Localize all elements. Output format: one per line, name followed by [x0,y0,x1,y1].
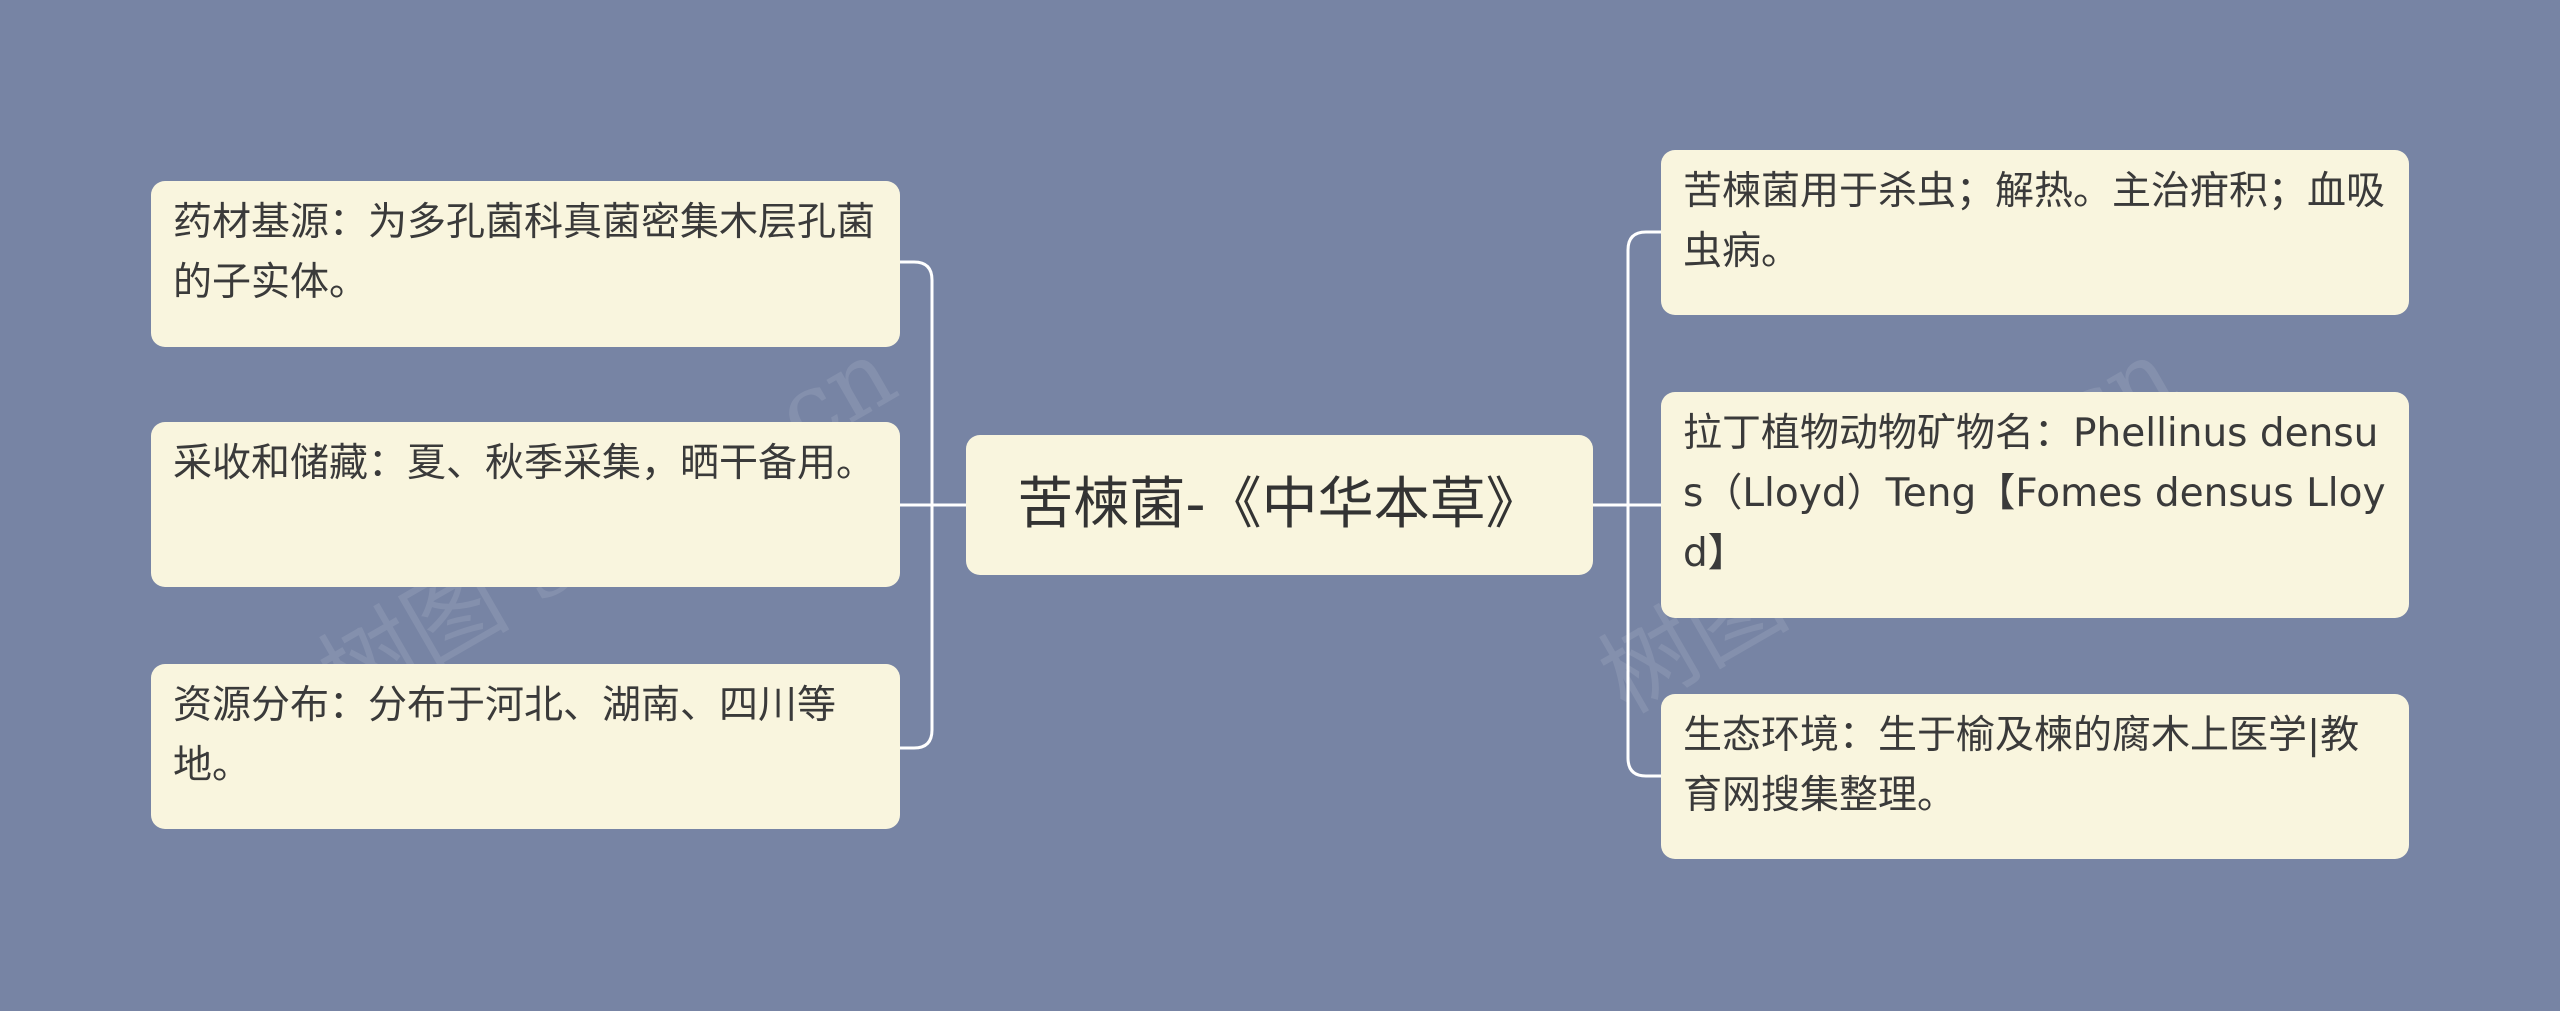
left-branch-label-1: 药材基源：为多孔菌科真菌密集木层孔菌的子实体。 [173,200,876,305]
left-branch-label-2: 采收和储藏：夏、秋季采集，晒干备用。 [173,441,876,486]
right-branch-node-3[interactable]: 生态环境：生于榆及楝的腐木上医学|教育网搜集整理。 [1661,694,2409,859]
right-branch-node-2[interactable]: 拉丁植物动物矿物名：Phellinus densus（Lloyd）Teng【Fo… [1661,392,2409,618]
left-branch-node-3[interactable]: 资源分布：分布于河北、湖南、四川等地。 [151,664,900,829]
left-branch-node-2[interactable]: 采收和储藏：夏、秋季采集，晒干备用。 [151,422,900,587]
root-node[interactable]: 苦楝菌-《中华本草》 [966,435,1593,575]
connector-right-1 [1626,230,1661,505]
right-branch-label-1: 苦楝菌用于杀虫；解热。主治疳积；血吸虫病。 [1683,169,2386,274]
left-branch-label-3: 资源分布：分布于河北、湖南、四川等地。 [173,683,837,788]
right-branch-node-1[interactable]: 苦楝菌用于杀虫；解热。主治疳积；血吸虫病。 [1661,150,2409,315]
root-label: 苦楝菌-《中华本草》 [1017,472,1542,537]
right-branch-label-2: 拉丁植物动物矿物名：Phellinus densus（Lloyd）Teng【Fo… [1683,411,2386,576]
connector-left-1 [900,260,934,507]
connector-left-3 [900,505,934,750]
connector-right-3 [1626,505,1661,778]
right-branch-label-3: 生态环境：生于榆及楝的腐木上医学|教育网搜集整理。 [1683,713,2360,818]
left-branch-node-1[interactable]: 药材基源：为多孔菌科真菌密集木层孔菌的子实体。 [151,181,900,347]
